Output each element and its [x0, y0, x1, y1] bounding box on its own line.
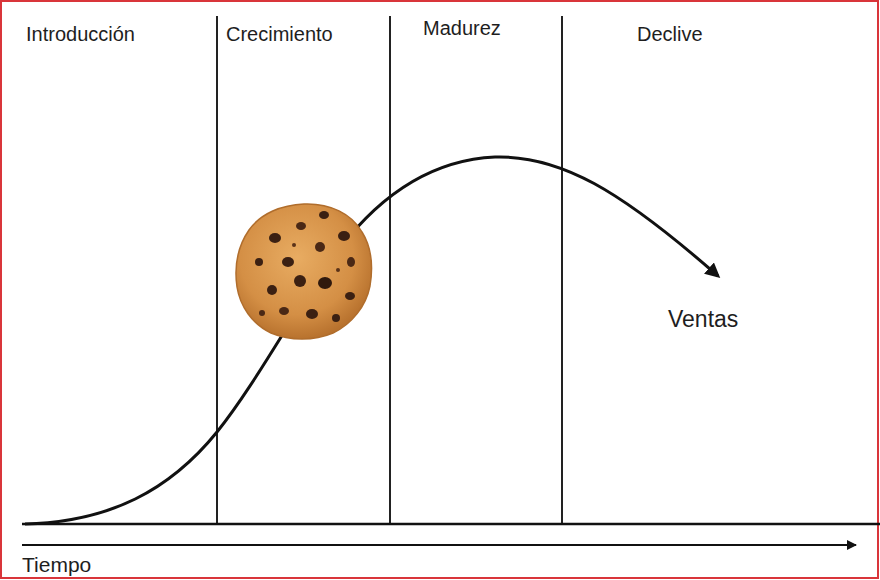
stage-label: Declive	[637, 22, 703, 46]
sales-curve	[25, 157, 718, 524]
stage-divider	[389, 16, 391, 524]
axis-label: Tiempo	[22, 552, 91, 577]
stage-band: Declive	[563, 22, 863, 46]
stage-band: Madurez	[391, 16, 561, 40]
stage-label: Introducción	[26, 22, 135, 46]
base-axis	[22, 523, 880, 526]
stage-divider	[561, 16, 563, 524]
cookie-picture	[236, 204, 371, 339]
time-arrow	[22, 544, 856, 546]
stage-label: Crecimiento	[226, 22, 333, 46]
stage-divider	[216, 16, 218, 524]
curve-label: Ventas	[668, 306, 738, 334]
stage-band: Introducción	[20, 22, 216, 46]
stage-label: Madurez	[423, 16, 501, 40]
stage-band: Crecimiento	[218, 22, 389, 46]
